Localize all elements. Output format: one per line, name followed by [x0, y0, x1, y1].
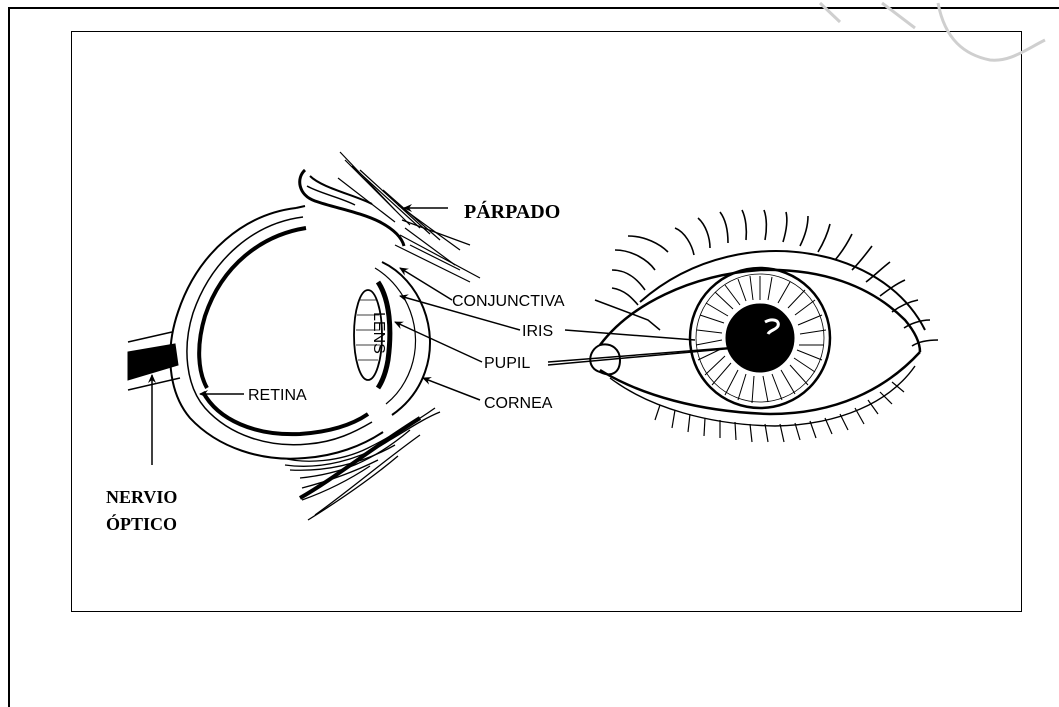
eyelid-hatching: [338, 152, 480, 282]
label-eyelid: PÁRPADO: [464, 200, 560, 223]
retina-layer: [199, 228, 306, 388]
label-retina: RETINA: [248, 387, 307, 404]
iris-line-right: [565, 330, 695, 340]
label-conjunctiva: CONJUNCTIVA: [452, 293, 565, 310]
label-lens: LENS: [370, 312, 387, 354]
label-optic-nerve-line1: NERVIO: [106, 487, 177, 507]
lower-eyelid: [283, 408, 440, 520]
conjunctiva-arrow-left: [400, 268, 452, 300]
eye-anatomy-diagram: PÁRPADO CONJUNCTIVA IRIS PUPIL CORNEA RE…: [0, 0, 1059, 653]
label-iris: IRIS: [522, 323, 553, 340]
pupil-disc: [726, 304, 794, 372]
label-cornea: CORNEA: [484, 395, 553, 412]
label-pupil: PUPIL: [484, 355, 530, 372]
page: PÁRPADO CONJUNCTIVA IRIS PUPIL CORNEA RE…: [0, 0, 1059, 653]
eye-front-view: [590, 210, 938, 442]
label-optic-nerve-line2: ÓPTICO: [106, 513, 177, 534]
conjunctiva-line-right: [595, 300, 660, 330]
corner-decoration: [820, 3, 1045, 60]
cornea-arrow: [423, 378, 480, 400]
lower-eyelashes: [655, 382, 904, 442]
pupil-arrow-left: [395, 322, 482, 362]
